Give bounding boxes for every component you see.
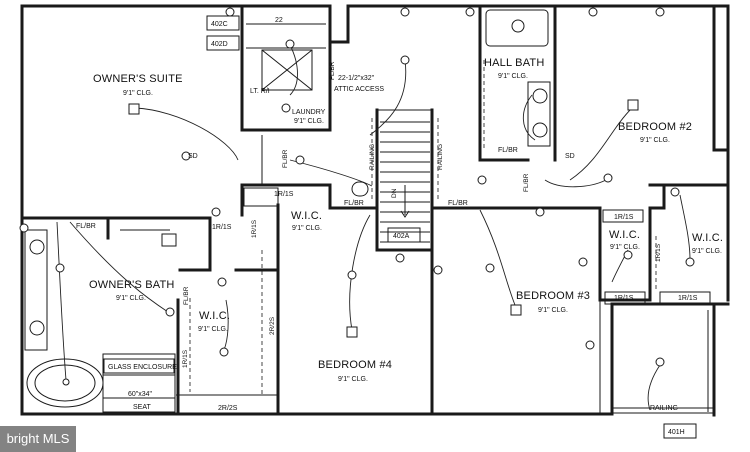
label-seat: SEAT — [133, 404, 151, 411]
label-railing-bottom: RAILING — [650, 405, 678, 412]
fixtures — [19, 7, 695, 386]
interior-walls — [20, 4, 716, 416]
label-lt-ri: LT. R/I — [250, 88, 270, 95]
tags: 402C 402D 402A 401H — [211, 21, 685, 436]
label-attic-size: 22-1/2"x32" — [338, 75, 375, 82]
watermark: bright MLS — [0, 426, 76, 452]
label-fl-br-4: FL/BR — [498, 147, 518, 154]
label-22: 22 — [275, 17, 283, 24]
annotations: LT. R/I 22-1/2"x32" ATTIC ACCESS GLASS E… — [76, 17, 698, 412]
label-fl-br-v4: FL/BR — [183, 286, 190, 305]
room-ceiling-owners-suite: 9'1" CLG. — [123, 90, 153, 97]
tag-boxes — [103, 15, 697, 439]
label-r1s-3: 1R/1S — [614, 214, 634, 221]
room-name-bedroom-4: BEDROOM #4 — [318, 359, 392, 371]
label-dn: DN — [391, 188, 398, 198]
label-shower-size: 60"x34" — [128, 391, 153, 398]
room-ceiling-bedroom-3: 9'1" CLG. — [538, 307, 568, 314]
label-r1s-v3: 1R/1S — [182, 349, 189, 368]
label-glass-enclosure: GLASS ENCLOSURE — [108, 364, 177, 371]
room-ceiling-wic-center: 9'1" CLG. — [292, 225, 322, 232]
label-railing-left: RAILING — [369, 144, 376, 170]
label-r2s: 2R/2S — [218, 405, 238, 412]
room-ceiling-bedroom-2: 9'1" CLG. — [640, 137, 670, 144]
tag-402c: 402C — [211, 21, 228, 28]
stair-treads — [380, 121, 430, 243]
label-r1s-v2: 1R/1S — [655, 243, 662, 262]
room-ceiling-wic-right1: 9'1" CLG. — [610, 244, 640, 251]
room-name-bedroom-2: BEDROOM #2 — [618, 121, 692, 133]
room-ceiling-hall-bath: 9'1" CLG. — [498, 73, 528, 80]
label-r1s-1: 1R/1S — [274, 191, 294, 198]
label-r1s-v1: 1R/1S — [251, 219, 258, 238]
tag-402a: 402A — [393, 233, 410, 240]
label-fl-br-2: FL/BR — [344, 200, 364, 207]
tag-401h: 401H — [668, 429, 685, 436]
room-labels: OWNER'S SUITE 9'1" CLG. OWNER'S BATH 9'1… — [89, 57, 723, 383]
label-fl-br-v2: FL/BR — [282, 149, 289, 168]
label-fl-br-v3: FL/BR — [523, 173, 530, 192]
room-ceiling-bedroom-4: 9'1" CLG. — [338, 376, 368, 383]
room-name-wic-center: W.I.C. — [291, 210, 322, 222]
exterior-walls — [20, 4, 730, 417]
label-r1s-2: 1R/1S — [212, 224, 232, 231]
room-name-wic-right1: W.I.C. — [609, 229, 640, 241]
room-name-wic-right2: W.I.C. — [692, 232, 723, 244]
label-r2s-v: 2R/2S — [269, 316, 276, 335]
room-ceiling-wic-bath: 9'1" CLG. — [198, 326, 228, 333]
label-attic-access: ATTIC ACCESS — [334, 86, 384, 93]
room-name-bedroom-3: BEDROOM #3 — [516, 290, 590, 302]
room-name-owners-bath: OWNER'S BATH — [89, 279, 175, 291]
dashed-lines — [189, 60, 657, 395]
tag-402d: 402D — [211, 41, 228, 48]
room-name-owners-suite: OWNER'S SUITE — [93, 73, 183, 85]
room-name-laundry: LAUNDRY — [292, 109, 326, 116]
label-r1s-5: 1R/1S — [678, 295, 698, 302]
room-ceiling-wic-right2: 9'1" CLG. — [692, 248, 722, 255]
label-fl-br-1: FL/BR — [76, 223, 96, 230]
label-fl-br-3: FL/BR — [448, 200, 468, 207]
room-ceiling-laundry: 9'1" CLG. — [294, 118, 324, 125]
room-name-wic-bath: W.I.C. — [199, 310, 230, 322]
label-fl-br-v1: FL/BR — [329, 61, 336, 80]
room-ceiling-owners-bath: 9'1" CLG. — [116, 295, 146, 302]
label-r1s-4: 1R/1S — [614, 295, 634, 302]
label-sd-2: SD — [565, 153, 575, 160]
electrical-wiring — [56, 44, 691, 411]
room-name-hall-bath: HALL BATH — [484, 57, 545, 69]
label-railing-right: RAILING — [437, 144, 444, 170]
label-sd-1: SD — [188, 153, 198, 160]
